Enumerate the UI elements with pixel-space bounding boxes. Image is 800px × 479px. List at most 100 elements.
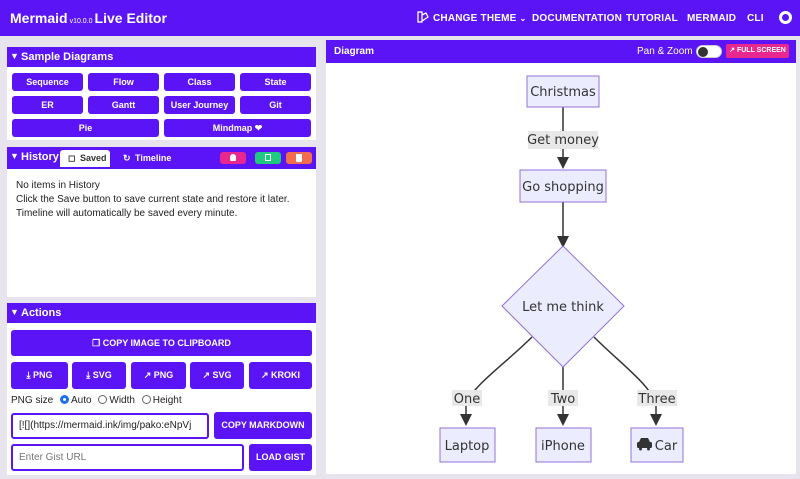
- edge-think-laptop: [460, 336, 533, 426]
- open-png-link-button[interactable]: ↗ PNG: [131, 362, 186, 389]
- edge-label-bg: [528, 131, 598, 149]
- node-christmas[interactable]: [526, 75, 600, 108]
- copy-markdown-button[interactable]: COPY MARKDOWN: [214, 412, 312, 439]
- full-screen-button[interactable]: ↗ FULL SCREEN: [726, 44, 789, 58]
- gist-url-input[interactable]: [11, 444, 244, 471]
- external-link-icon: ↗: [202, 370, 210, 380]
- sample-flow-button[interactable]: Flow: [88, 73, 159, 91]
- external-link-icon: ↗: [143, 370, 152, 380]
- trash-icon: [296, 154, 302, 162]
- sample-mindmap-button[interactable]: Mindmap ❤: [164, 119, 311, 137]
- nav-mermaid[interactable]: MERMAID: [687, 13, 737, 24]
- nav-documentation[interactable]: DOCUMENTATION: [532, 13, 622, 24]
- edge-label-three: Three: [637, 392, 675, 407]
- png-size-width-label[interactable]: Width: [109, 395, 135, 406]
- diagram-panel: Diagram Pan & Zoom ↗ FULL SCREEN Christm…: [326, 40, 796, 474]
- download-png-label: PNG: [32, 370, 53, 380]
- open-svg-link-button[interactable]: ↗ SVG: [190, 362, 244, 389]
- history-empty-line-1: No items in History: [16, 180, 100, 191]
- sample-er-button[interactable]: ER: [12, 96, 83, 114]
- sample-diagrams-card: ▼ Sample Diagrams Sequence Flow Class St…: [7, 47, 316, 140]
- change-theme-menu[interactable]: CHANGE THEME ⌄: [433, 13, 526, 24]
- chevron-down-icon: ▼: [10, 51, 19, 61]
- open-png-link-label: PNG: [153, 370, 174, 380]
- copy-image-label: COPY IMAGE TO CLIPBOARD: [102, 338, 231, 348]
- actions-title: Actions: [21, 307, 62, 319]
- open-svg-link-label: SVG: [212, 370, 232, 380]
- png-size-width-radio[interactable]: [98, 395, 108, 404]
- clear-history-button[interactable]: [286, 152, 312, 164]
- chevron-down-icon[interactable]: ▼: [10, 151, 19, 161]
- tab-saved[interactable]: ◻ Saved: [60, 150, 110, 167]
- download-icon: ⤓: [86, 370, 91, 380]
- edge-think-car: [593, 336, 662, 426]
- node-christmas-label: Christmas: [530, 85, 596, 100]
- node-go-shopping-label: Go shopping: [522, 180, 604, 195]
- palette-icon[interactable]: [417, 11, 429, 23]
- history-title[interactable]: History: [21, 151, 59, 163]
- copy-icon: ❐: [92, 338, 101, 348]
- edge-label-bg: [637, 390, 677, 406]
- download-png-button[interactable]: ⤓ PNG: [11, 362, 68, 389]
- sample-user-journey-button[interactable]: User Journey: [164, 96, 235, 114]
- history-header: ▼ History ◻ Saved ↻ Timeline: [7, 147, 316, 169]
- bookmark-icon: ◻: [68, 153, 76, 163]
- sample-git-button[interactable]: Git: [240, 96, 311, 114]
- pan-zoom-toggle[interactable]: [696, 45, 722, 58]
- copy-image-button[interactable]: ❐ COPY IMAGE TO CLIPBOARD: [11, 330, 312, 356]
- sample-gantt-button[interactable]: Gantt: [88, 96, 159, 114]
- edge-label-bg: [548, 390, 578, 406]
- sample-state-button[interactable]: State: [240, 73, 311, 91]
- diagram-header: Diagram Pan & Zoom ↗ FULL SCREEN: [326, 40, 796, 63]
- download-svg-button[interactable]: ⤓ SVG: [72, 362, 126, 389]
- nav-tutorial[interactable]: TUTORIAL: [626, 13, 678, 24]
- png-size-auto-label[interactable]: Auto: [71, 395, 92, 406]
- tab-timeline[interactable]: ↻ Timeline: [115, 150, 175, 167]
- history-empty-message: No items in History Click the Save butto…: [16, 179, 289, 221]
- change-theme-label: CHANGE THEME: [433, 13, 517, 24]
- user-icon: [230, 154, 236, 161]
- download-icon: ⤓: [26, 370, 31, 380]
- node-iphone[interactable]: [535, 427, 592, 463]
- car-icon: [637, 438, 652, 451]
- sample-pie-button[interactable]: Pie: [12, 119, 159, 137]
- png-size-auto-radio[interactable]: [60, 395, 70, 404]
- sample-diagrams-title: Sample Diagrams: [21, 51, 114, 63]
- github-icon[interactable]: [779, 11, 792, 24]
- user-history-button[interactable]: [220, 152, 246, 164]
- png-size-height-radio[interactable]: [141, 395, 151, 404]
- chevron-down-icon: ⌄: [519, 14, 527, 23]
- sample-class-button[interactable]: Class: [164, 73, 235, 91]
- png-size-height-label[interactable]: Height: [152, 395, 182, 406]
- actions-header[interactable]: ▼ Actions: [7, 303, 316, 323]
- full-screen-label: FULL SCREEN: [736, 47, 786, 54]
- open-kroki-label: KROKI: [271, 370, 301, 380]
- edge-label-get-money: Get money: [527, 133, 599, 148]
- markdown-link-field[interactable]: [![](https://mermaid.ink/img/pako:eNpVj: [11, 413, 209, 439]
- flowchart-canvas[interactable]: Christmas Get money Go shopping Let me t…: [326, 63, 796, 474]
- download-svg-label: SVG: [92, 370, 112, 380]
- edge-label-one: One: [454, 392, 480, 407]
- node-laptop-label: Laptop: [445, 439, 490, 454]
- chevron-down-icon: ▼: [10, 307, 19, 317]
- load-gist-button[interactable]: LOAD GIST: [249, 444, 312, 471]
- save-icon: [265, 154, 271, 161]
- sample-diagrams-header[interactable]: ▼ Sample Diagrams: [7, 47, 316, 67]
- nav-cli[interactable]: CLI: [747, 13, 764, 24]
- open-kroki-button[interactable]: ↗ KROKI: [249, 362, 312, 389]
- history-empty-line-2: Click the Save button to save current st…: [16, 194, 290, 205]
- save-history-button[interactable]: [255, 152, 281, 164]
- history-icon: ↻: [123, 153, 131, 163]
- app-title-suffix: Live Editor: [94, 10, 167, 26]
- node-laptop[interactable]: [439, 427, 496, 463]
- history-card: ▼ History ◻ Saved ↻ Timeline No items in…: [7, 147, 316, 297]
- tab-timeline-label: Timeline: [135, 153, 172, 163]
- node-let-me-think[interactable]: [501, 245, 625, 368]
- node-car-label: Car: [655, 439, 678, 454]
- png-size-row: PNG size Auto Width Height: [11, 395, 182, 406]
- sample-sequence-button[interactable]: Sequence: [12, 73, 83, 91]
- heart-icon: ❤: [254, 123, 263, 133]
- node-go-shopping[interactable]: [519, 169, 607, 203]
